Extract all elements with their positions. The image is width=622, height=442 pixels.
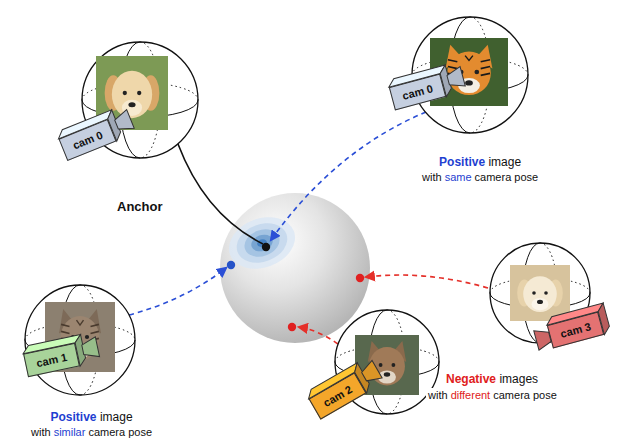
word: camera	[475, 171, 512, 183]
word	[51, 426, 54, 438]
word	[530, 389, 533, 401]
fur-stripe	[465, 56, 473, 61]
animal-muzzle	[532, 298, 549, 310]
animal-eye	[474, 70, 479, 75]
embedding-arrow	[271, 112, 426, 240]
embedding-dot	[262, 243, 270, 251]
camera-lens	[534, 327, 553, 350]
word: Negative	[446, 372, 496, 386]
fur-stripe	[77, 320, 84, 325]
word: different	[451, 389, 491, 401]
camera-box: cam 0	[58, 119, 116, 161]
word: Anchor	[117, 199, 163, 214]
animal-nose	[384, 372, 390, 376]
word	[472, 171, 475, 183]
word: camera	[493, 389, 530, 401]
word: similar	[54, 426, 86, 438]
word: with	[422, 171, 442, 183]
embedding-arrow	[299, 327, 338, 344]
word: camera	[88, 426, 125, 438]
word	[85, 426, 88, 438]
image-caption: Positive imagewith similar camera pose	[31, 410, 152, 439]
fur-stripe	[91, 324, 99, 326]
word: with	[31, 426, 51, 438]
camera-lens	[113, 110, 134, 134]
animal-eye	[532, 291, 536, 295]
image-caption: Positive imagewith same camera pose	[422, 155, 538, 184]
image-sphere	[25, 285, 135, 395]
fur-stripe	[61, 324, 69, 326]
caption-label: with different camera pose	[426, 388, 559, 402]
embedding-arrow	[178, 144, 263, 244]
photo-background	[510, 265, 570, 321]
word: images	[499, 372, 538, 386]
word	[485, 155, 488, 169]
word: same	[445, 171, 472, 183]
camera-lens	[359, 360, 382, 385]
caption-label: Negative images	[444, 372, 540, 387]
word	[448, 389, 451, 401]
caption-text: with similar camera pose	[31, 425, 152, 439]
word: Positive	[51, 410, 97, 424]
animal-eye	[85, 335, 89, 339]
animal-face	[112, 71, 152, 118]
illustration-part	[220, 193, 370, 343]
animal-nose	[537, 300, 543, 304]
animal-nose	[465, 80, 473, 85]
camera-box: cam 2	[309, 372, 367, 419]
embedding-sphere	[220, 193, 370, 343]
word: image	[488, 155, 521, 169]
animal-eye	[123, 91, 127, 95]
camera-box: cam 0	[389, 74, 447, 111]
animal-eye	[391, 363, 395, 367]
word	[490, 389, 493, 401]
caption-text: with same camera pose	[422, 170, 538, 184]
camera-lens	[446, 67, 466, 90]
embedding-dot	[356, 274, 364, 282]
image-caption: Anchor	[117, 199, 163, 215]
sphere-outline	[25, 285, 135, 395]
fur-stripe	[448, 67, 457, 69]
camera-box: cam 1	[23, 343, 80, 378]
word: Positive	[439, 155, 485, 169]
embedding-dot	[227, 261, 235, 269]
animal-face	[523, 276, 557, 312]
camera-side	[596, 303, 611, 335]
fur-stripe	[448, 60, 457, 62]
embedding-dot	[288, 323, 296, 331]
fur-stripe	[481, 67, 490, 69]
embedding-arrow	[366, 275, 488, 288]
fur-stripe	[61, 331, 69, 333]
animal-eye	[544, 291, 548, 295]
word: pose	[128, 426, 152, 438]
caption-text: Positive image	[422, 155, 538, 170]
animal-eye	[137, 91, 141, 95]
word: pose	[533, 389, 557, 401]
fur-stripe	[91, 331, 99, 333]
word	[511, 171, 514, 183]
word	[97, 410, 100, 424]
fur-stripe	[481, 60, 490, 62]
embedding-arrow	[129, 268, 226, 315]
word: pose	[514, 171, 538, 183]
animal-eye	[379, 363, 383, 367]
image-photo	[510, 265, 570, 321]
word	[125, 426, 128, 438]
camera-lens	[81, 337, 100, 360]
word	[442, 171, 445, 183]
camera-box: cam 3	[547, 312, 605, 349]
word	[496, 372, 499, 386]
caption-text: Anchor	[117, 199, 163, 215]
word: with	[428, 389, 448, 401]
fur-stripe	[481, 73, 490, 75]
word: image	[100, 410, 133, 424]
caption-text: Positive image	[31, 410, 152, 425]
animal-nose	[128, 102, 135, 107]
